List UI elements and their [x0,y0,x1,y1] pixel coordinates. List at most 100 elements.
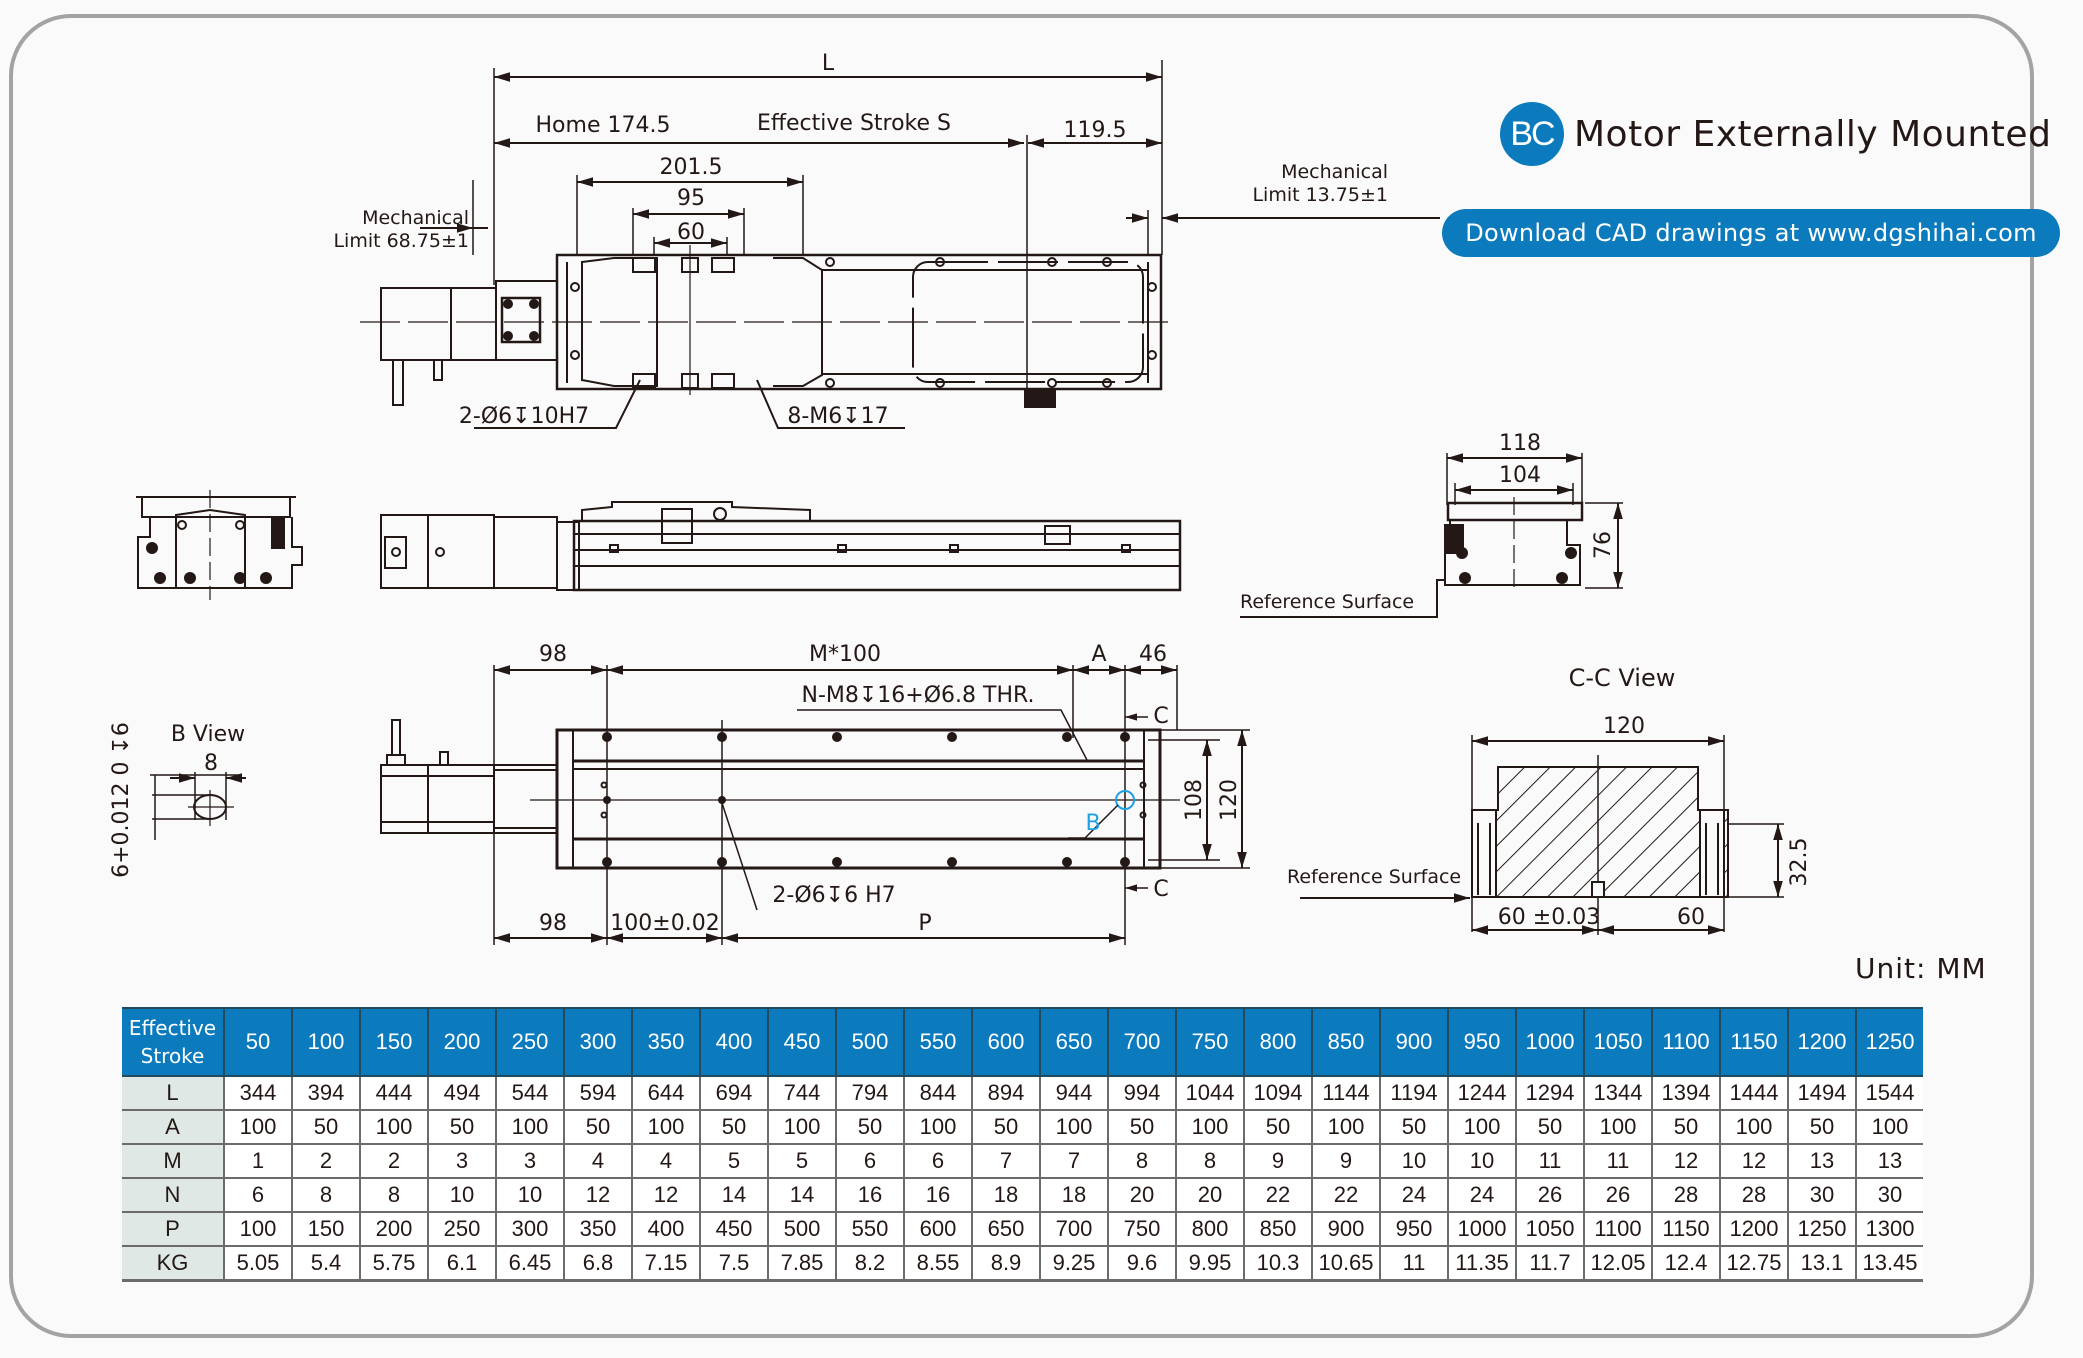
table-cell: 450 [699,1211,769,1247]
table-cell: 10 [427,1177,497,1213]
table-cell: 344 [223,1075,293,1111]
table-cell: 30 [1787,1177,1857,1213]
dim-a-label: A [1091,642,1106,667]
stroke-header-cell: 50 [223,1007,293,1077]
table-cell: 950 [1379,1211,1449,1247]
stroke-header-cell: 700 [1107,1007,1177,1077]
table-cell: 11 [1583,1143,1653,1179]
stroke-header-cell: 550 [903,1007,973,1077]
mech-limit-left-line1: Mechanical [362,207,469,229]
table-cell: 150 [291,1211,361,1247]
table-cell: 100 [359,1109,429,1145]
table-cell: 12.05 [1583,1245,1653,1282]
reference-surface-label: Reference Surface [1240,591,1414,613]
table-cell: 8 [1107,1143,1177,1179]
table-cell: 12.75 [1719,1245,1789,1282]
mech-limit-right-line1: Mechanical [1281,161,1388,183]
table-cell: 8.2 [835,1245,905,1282]
table-cell: 1100 [1583,1211,1653,1247]
table-cell: 800 [1175,1211,1245,1247]
table-cell: 650 [971,1211,1041,1247]
table-cell: 100 [767,1109,837,1145]
b-detail-marker: B [1085,811,1100,836]
table-cell: 100 [495,1109,565,1145]
table-cell: 16 [903,1177,973,1213]
cc-dim-60tol-label: 60 ±0.03 [1498,905,1600,930]
table-cell: 1394 [1651,1075,1721,1111]
table-cell: 6 [903,1143,973,1179]
stroke-header-cell: 200 [427,1007,497,1077]
table-cell: 50 [1107,1109,1177,1145]
table-cell: 50 [427,1109,497,1145]
table-cell: 1094 [1243,1075,1313,1111]
table-cell: 250 [427,1211,497,1247]
table-cell: 644 [631,1075,701,1111]
table-cell: 9.6 [1107,1245,1177,1282]
table-cell: 100 [1719,1109,1789,1145]
table-cell: 894 [971,1075,1041,1111]
table-cell: 700 [1039,1211,1109,1247]
table-cell: 50 [1379,1109,1449,1145]
table-cell: 100 [1855,1109,1923,1145]
table-cell: 20 [1107,1177,1177,1213]
stroke-header-cell: 250 [495,1007,565,1077]
dim-201-label: 201.5 [660,155,723,180]
dim-effective-stroke-label: Effective Stroke S [757,111,951,136]
table-cell: 8.55 [903,1245,973,1282]
table-cell: 10 [1379,1143,1449,1179]
table-cell: 6.8 [563,1245,633,1282]
cc-view [1300,735,1784,935]
stroke-header-cell: 1150 [1719,1007,1789,1077]
stroke-header-cell: 350 [631,1007,701,1077]
table-cell: 1250 [1787,1211,1857,1247]
cc-view-title: C-C View [1569,664,1676,692]
table-cell: 8.9 [971,1245,1041,1282]
table-cell: 6 [223,1177,293,1213]
stroke-header-cell: 1250 [1855,1007,1923,1077]
b-view-title: B View [171,722,245,747]
table-cell: 7.5 [699,1245,769,1282]
dim-home-label: Home 174.5 [536,113,671,138]
table-cell: 5.4 [291,1245,361,1282]
table-cell: 50 [1243,1109,1313,1145]
left-end-view [136,490,303,600]
table-cell: 1050 [1515,1211,1585,1247]
cad-download-link[interactable]: Download CAD drawings at www.dgshihai.co… [1442,209,2060,257]
thread-hole-callout: N-M8↧16+Ø6.8 THR. [801,683,1034,708]
table-cell: 300 [495,1211,565,1247]
pin-callout: 2-Ø6↧10H7 [459,404,589,429]
table-cell: 900 [1311,1211,1381,1247]
table-cell: 13 [1855,1143,1923,1179]
table-cell: 5 [699,1143,769,1179]
stroke-header-cell: 600 [971,1007,1041,1077]
header-label-line2: Stroke [140,1044,205,1068]
table-cell: 400 [631,1211,701,1247]
table-cell: 50 [563,1109,633,1145]
table-cell: 8 [359,1177,429,1213]
table-cell: 28 [1651,1177,1721,1213]
table-cell: 16 [835,1177,905,1213]
table-cell: 30 [1855,1177,1923,1213]
table-cell: 11.7 [1515,1245,1585,1282]
table-cell: 13.45 [1855,1245,1923,1282]
table-cell: 24 [1379,1177,1449,1213]
dim-p-label: P [918,911,931,936]
table-cell: 2 [359,1143,429,1179]
table-cell: 1300 [1855,1211,1923,1247]
table-cell: 6.1 [427,1245,497,1282]
dim-98-top-label: 98 [539,642,567,667]
page-title: Motor Externally Mounted [1574,113,2052,155]
cc-dim-32-label: 32.5 [1787,838,1812,887]
stroke-header-cell: 900 [1379,1007,1449,1077]
table-cell: 9.95 [1175,1245,1245,1282]
table-cell: 24 [1447,1177,1517,1213]
table-cell: 594 [563,1075,633,1111]
mech-limit-right-line2: Limit 13.75±1 [1252,184,1388,206]
dim-end-label: 119.5 [1064,118,1127,143]
table-cell: 1150 [1651,1211,1721,1247]
dim-L-label: L [822,51,835,76]
dim-98-bottom-label: 98 [539,911,567,936]
